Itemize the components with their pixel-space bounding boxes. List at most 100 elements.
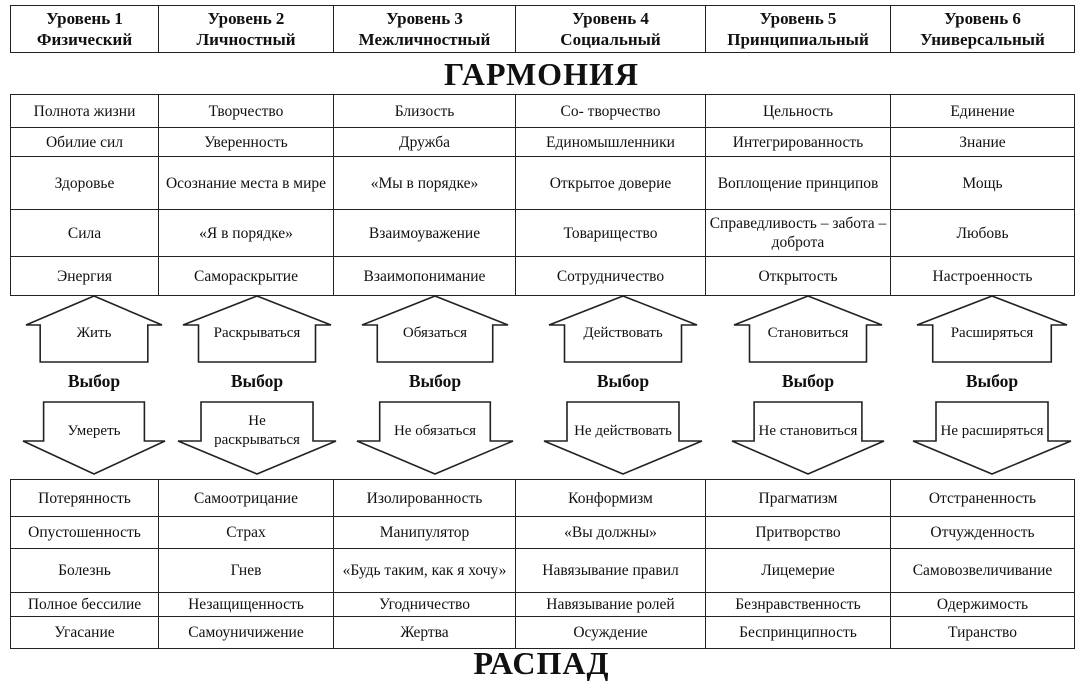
- decay-cell: Осуждение: [515, 616, 706, 649]
- up-arrow: Расширяться: [916, 295, 1068, 363]
- level-header-cell: Уровень 2 Личностный: [158, 5, 334, 53]
- down-arrow: Не расширяться: [912, 401, 1072, 475]
- decay-cell: Изолированность: [333, 479, 516, 517]
- decay-cell: Страх: [158, 516, 334, 549]
- choice-label: Выбор: [596, 371, 650, 391]
- level-name: Физический: [36, 30, 133, 49]
- up-arrow: Раскрываться: [182, 295, 332, 363]
- decay-cell: Самовозвеличивание: [890, 548, 1075, 593]
- harmony-cell: Воплощение принципов: [705, 156, 891, 210]
- level-name: Социальный: [560, 30, 661, 49]
- decay-title: РАСПАД: [473, 645, 610, 681]
- down-arrow: Не раскрываться: [177, 401, 337, 475]
- level-name: Личностный: [196, 30, 296, 49]
- decay-cell: Полное бессилие: [10, 592, 159, 617]
- harmony-cell: Сотрудничество: [515, 256, 706, 296]
- down-arrow-label: Не расширяться: [940, 422, 1044, 439]
- decay-cell: Тиранство: [890, 616, 1075, 649]
- harmony-cell: Со- творчество: [515, 94, 706, 128]
- decay-cell: Притворство: [705, 516, 891, 549]
- level-number: Уровень 3: [386, 9, 463, 28]
- decay-cell: Гнев: [158, 548, 334, 593]
- harmony-cell: Здоровье: [10, 156, 159, 210]
- harmony-title: ГАРМОНИЯ: [444, 56, 639, 92]
- harmony-cell: Интегрированность: [705, 127, 891, 157]
- decay-cell: Опустошенность: [10, 516, 159, 549]
- decay-cell: Манипулятор: [333, 516, 516, 549]
- up-arrow-label: Расширяться: [950, 324, 1034, 341]
- decay-cell: Прагматизм: [705, 479, 891, 517]
- down-arrow-label: Не действовать: [574, 422, 672, 439]
- down-arrow-label: Не обязаться: [393, 422, 477, 439]
- down-arrow-label: Не становиться: [758, 422, 858, 439]
- decay-cell: Отчужденность: [890, 516, 1075, 549]
- decay-cell: Потерянность: [10, 479, 159, 517]
- up-arrow: Жить: [25, 295, 163, 363]
- decay-cell: Навязывание ролей: [515, 592, 706, 617]
- decay-cell: Незащищенность: [158, 592, 334, 617]
- harmony-cell: Полнота жизни: [10, 94, 159, 128]
- harmony-cell: Самораскрытие: [158, 256, 334, 296]
- up-arrow-label: Действовать: [583, 324, 663, 341]
- choice-section: Жить Раскрываться Обязаться Действовать Стан…: [10, 291, 1074, 479]
- down-arrow-label: Не раскрываться: [214, 413, 300, 448]
- harmony-cell: Товарищество: [515, 209, 706, 257]
- choice-label: Выбор: [230, 371, 284, 391]
- down-arrow: Не становиться: [731, 401, 885, 475]
- level-number: Уровень 4: [572, 9, 649, 28]
- up-arrow-label: Жить: [76, 324, 112, 341]
- harmony-cell: Знание: [890, 127, 1075, 157]
- harmony-cell: Взаимоуважение: [333, 209, 516, 257]
- up-arrow: Действовать: [548, 295, 698, 363]
- harmony-cell: Дружба: [333, 127, 516, 157]
- harmony-cell: Открытость: [705, 256, 891, 296]
- harmony-cell: Взаимопонимание: [333, 256, 516, 296]
- decay-cell: Самоуничижение: [158, 616, 334, 649]
- choice-label: Выбор: [408, 371, 462, 391]
- decay-cell: Навязывание правил: [515, 548, 706, 593]
- decay-cell: «Вы должны»: [515, 516, 706, 549]
- level-number: Уровень 2: [207, 9, 285, 28]
- decay-cell: Угасание: [10, 616, 159, 649]
- harmony-cell: Осознание места в мире: [158, 156, 334, 210]
- level-number: Уровень 6: [944, 9, 1021, 28]
- harmony-cell: Единомышленники: [515, 127, 706, 157]
- harmony-cell: Уверенность: [158, 127, 334, 157]
- decay-cell: «Будь таким, как я хочу»: [333, 548, 516, 593]
- decay-cell: Самоотрицание: [158, 479, 334, 517]
- harmony-cell: Энергия: [10, 256, 159, 296]
- up-arrow: Становиться: [733, 295, 883, 363]
- level-number: Уровень 5: [759, 9, 837, 28]
- decay-cell: Безнравственность: [705, 592, 891, 617]
- up-arrow: Обязаться: [361, 295, 509, 363]
- harmony-cell: Мощь: [890, 156, 1075, 210]
- up-arrow-label: Раскрываться: [213, 324, 301, 341]
- harmony-cell: Любовь: [890, 209, 1075, 257]
- decay-cell: Угодничество: [333, 592, 516, 617]
- harmony-cell: Обилие сил: [10, 127, 159, 157]
- harmony-cell: Близость: [333, 94, 516, 128]
- harmony-cell: Цельность: [705, 94, 891, 128]
- choice-label: Выбор: [965, 371, 1019, 391]
- decay-cell: Беспринципность: [705, 616, 891, 649]
- down-arrow-label: Умереть: [67, 422, 121, 439]
- harmony-cell: Творчество: [158, 94, 334, 128]
- harmony-cell: «Я в порядке»: [158, 209, 334, 257]
- choice-label: Выбор: [781, 371, 835, 391]
- level-header-cell: Уровень 4 Социальный: [515, 5, 706, 53]
- down-arrow: Умереть: [22, 401, 166, 475]
